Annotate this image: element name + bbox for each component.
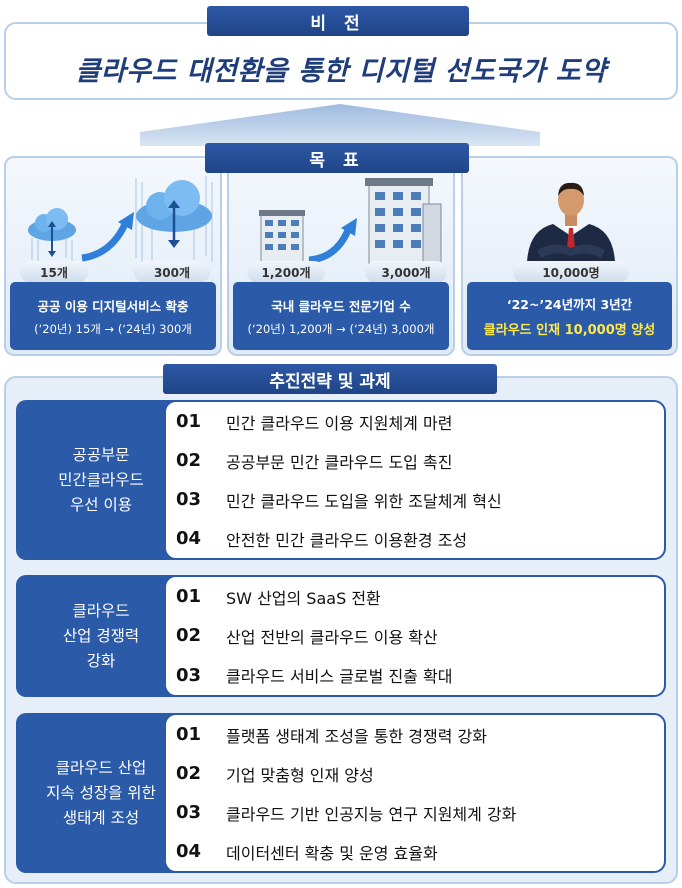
- title-line: 우선 이용: [70, 495, 132, 514]
- task-item: 04 안전한 민간 클라우드 이용환경 조성: [176, 524, 664, 554]
- strategy-group-title: 공공부문 민간클라우드 우선 이용: [16, 400, 186, 560]
- goal-label: 목 표: [205, 143, 469, 173]
- cloud-small-icon: [28, 208, 76, 263]
- goal-card-cloud-companies: 1,200개 3,000개 국내 클라우드 전문기업 수 (‘20년) 1,20…: [227, 156, 455, 356]
- goal-text-box: ‘22~’24년까지 3년간 클라우드 인재 10,000명 양성: [467, 282, 672, 350]
- goal-title: 공공 이용 디지털서비스 확충: [37, 298, 189, 314]
- task-text: 데이터센터 확충 및 운영 효율화: [226, 843, 438, 863]
- task-item: 03 클라우드 서비스 글로벌 진출 확대: [176, 660, 664, 690]
- task-text: 민간 클라우드 이용 지원체계 마련: [226, 413, 453, 433]
- goal-card-digital-services: 15개 300개 공공 이용 디지털서비스 확충 (‘20년) 15개 → (‘…: [4, 156, 222, 356]
- title-line: 공공부문: [72, 445, 130, 464]
- title-line: 강화: [86, 651, 116, 670]
- task-text: SW 산업의 SaaS 전환: [226, 588, 381, 608]
- task-number: 01: [176, 411, 202, 432]
- task-item: 03 민간 클라우드 도입을 위한 조달체계 혁신: [176, 485, 664, 515]
- task-text: 공공부문 민간 클라우드 도입 촉진: [226, 452, 453, 472]
- strategy-group-title: 클라우드 산업 경쟁력 강화: [16, 575, 186, 697]
- businessman-icon: [527, 182, 615, 262]
- vision-text: 클라우드 대전환을 통한 디지털 선도국가 도약: [75, 55, 607, 87]
- task-list: 01 민간 클라우드 이용 지원체계 마련 02 공공부문 민간 클라우드 도입 촉…: [164, 400, 666, 560]
- strategy-group-ecosystem: 클라우드 산업 지속 성장을 위한 생태계 조성 01 플랫폼 생태계 조성을 통…: [16, 713, 666, 873]
- task-number: 03: [176, 489, 202, 510]
- goal-highlight: 클라우드 인재 10,000명 양성: [483, 323, 656, 338]
- task-number: 04: [176, 528, 202, 549]
- task-text: 안전한 민간 클라우드 이용환경 조성: [226, 530, 468, 550]
- task-text: 플랫폼 생태계 조성을 통한 경쟁력 강화: [226, 726, 487, 746]
- strategy-label: 추진전략 및 과제: [163, 364, 497, 394]
- task-text: 산업 전반의 클라우드 이용 확산: [226, 627, 438, 647]
- task-number: 02: [176, 450, 202, 471]
- title-line: 클라우드: [72, 601, 130, 620]
- goal-from-value: 1,200개: [247, 261, 325, 283]
- strategy-group-title: 클라우드 산업 지속 성장을 위한 생태계 조성: [16, 713, 186, 873]
- building-small-icon: [259, 210, 305, 264]
- goal-from-value: 15개: [20, 261, 88, 283]
- task-item: 01 민간 클라우드 이용 지원체계 마련: [176, 407, 664, 437]
- task-number: 04: [176, 841, 202, 862]
- task-text: 기업 맞춤형 인재 양성: [226, 765, 374, 785]
- goal-title: ‘22~’24년까지 3년간: [506, 297, 633, 312]
- goal-text-box: 국내 클라우드 전문기업 수 (‘20년) 1,200개 → (‘24년) 3,…: [233, 282, 449, 350]
- task-list: 01 플랫폼 생태계 조성을 통한 경쟁력 강화 02 기업 맞춤형 인재 양성 0…: [164, 713, 666, 873]
- task-item: 02 기업 맞춤형 인재 양성: [176, 759, 664, 789]
- strategy-group-industry: 클라우드 산업 경쟁력 강화 01 SW 산업의 SaaS 전환 02 산업 전반의…: [16, 575, 666, 697]
- cloud-large-icon: [135, 176, 213, 262]
- task-item: 01 플랫폼 생태계 조성을 통한 경쟁력 강화: [176, 720, 664, 750]
- task-number: 03: [176, 802, 202, 823]
- task-number: 01: [176, 724, 202, 745]
- goal-text-box: 공공 이용 디지털서비스 확충 (‘20년) 15개 → (‘24년) 300개: [10, 282, 216, 350]
- task-item: 02 산업 전반의 클라우드 이용 확산: [176, 621, 664, 651]
- task-list: 01 SW 산업의 SaaS 전환 02 산업 전반의 클라우드 이용 확산 03 클…: [164, 575, 666, 697]
- title-line: 민간클라우드: [58, 470, 144, 489]
- goal-to-value: 3,000개: [365, 261, 447, 283]
- task-number: 02: [176, 763, 202, 784]
- task-text: 민간 클라우드 도입을 위한 조달체계 혁신: [226, 491, 502, 511]
- strategy-group-public-sector: 공공부문 민간클라우드 우선 이용 01 민간 클라우드 이용 지원체계 마련 0…: [16, 400, 666, 560]
- task-item: 02 공공부문 민간 클라우드 도입 촉진: [176, 446, 664, 476]
- task-text: 클라우드 기반 인공지능 연구 지원체계 강화: [226, 804, 517, 824]
- title-line: 생태계 조성: [62, 808, 140, 827]
- up-arrow-icon: [140, 104, 540, 146]
- title-line: 클라우드 산업: [55, 758, 147, 777]
- task-text: 클라우드 서비스 글로벌 진출 확대: [226, 667, 453, 687]
- goal-card-talent: 10,000명 ‘22~’24년까지 3년간 클라우드 인재 10,000명 양…: [461, 156, 678, 356]
- growth-arrow-icon: [308, 218, 357, 264]
- task-number: 01: [176, 586, 202, 608]
- goal-to-value: 300개: [134, 261, 210, 283]
- goal-title: 국내 클라우드 전문기업 수: [271, 298, 411, 314]
- building-large-icon: [365, 178, 442, 266]
- task-number: 02: [176, 625, 202, 647]
- goal-detail: (‘20년) 1,200개 → (‘24년) 3,000개: [247, 321, 435, 336]
- title-line: 산업 경쟁력: [62, 626, 140, 645]
- task-item: 04 데이터센터 확충 및 운영 효율화: [176, 837, 664, 867]
- vision-label: 비 전: [207, 6, 469, 36]
- task-number: 03: [176, 664, 202, 686]
- growth-arrow-icon: [81, 212, 134, 262]
- goal-value: 10,000명: [513, 261, 629, 283]
- goal-detail: (‘20년) 15개 → (‘24년) 300개: [34, 321, 192, 336]
- title-line: 지속 성장을 위한: [46, 783, 156, 802]
- task-item: 03 클라우드 기반 인공지능 연구 지원체계 강화: [176, 798, 664, 828]
- task-item: 01 SW 산업의 SaaS 전환: [176, 582, 664, 612]
